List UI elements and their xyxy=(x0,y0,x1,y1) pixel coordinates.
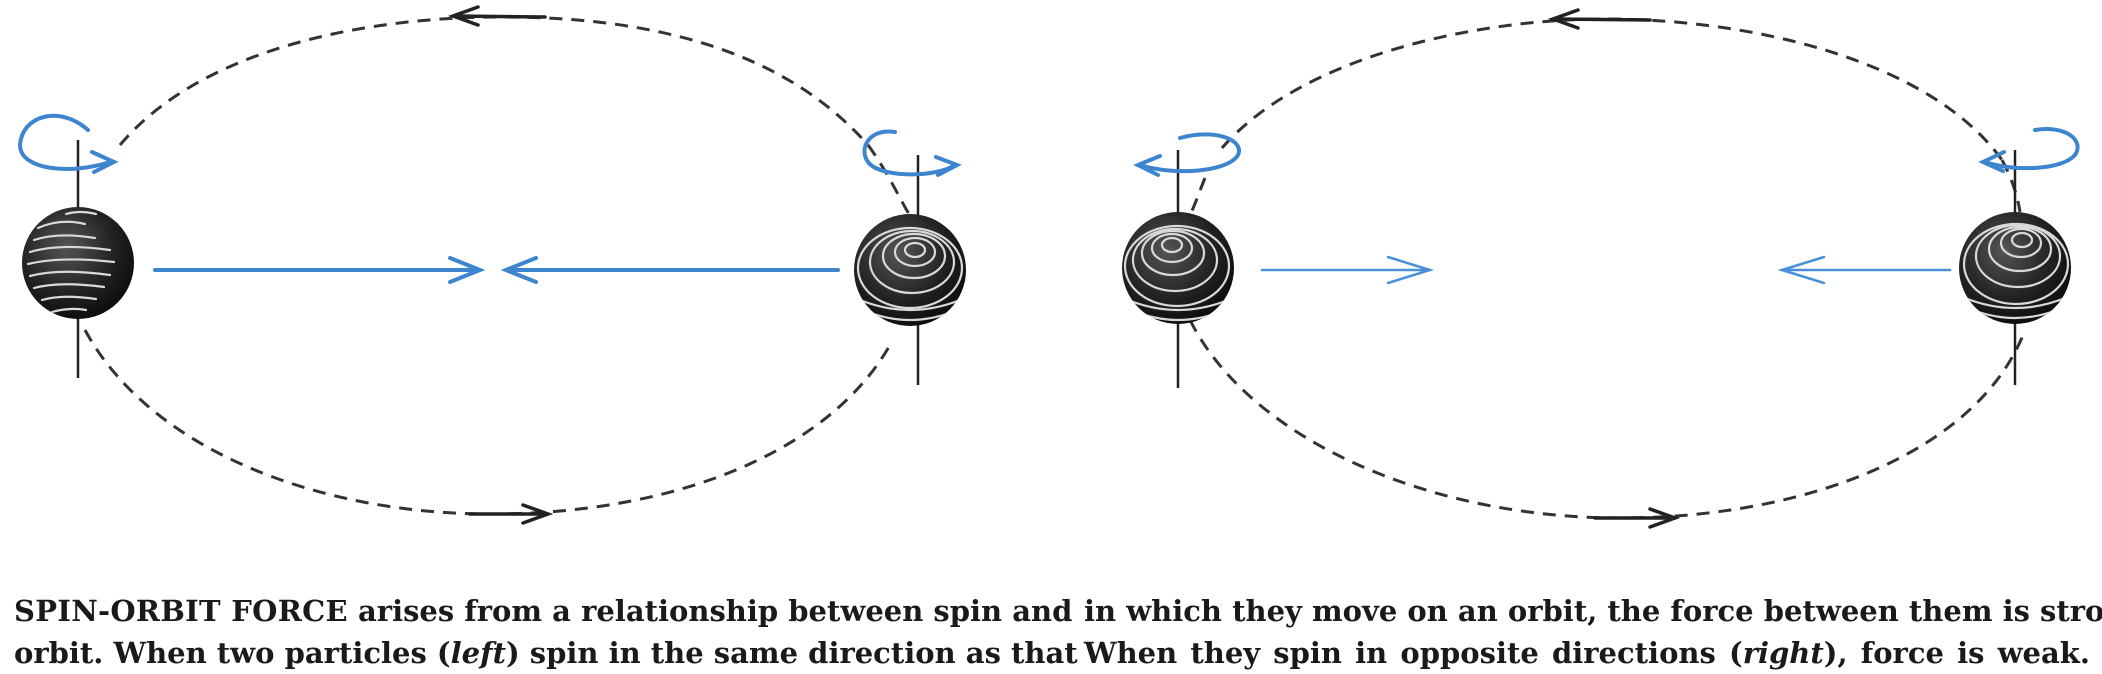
orbit-arrow-top-left xyxy=(447,5,547,27)
caption-right-line-2-italic: right xyxy=(1742,636,1824,670)
spin-arrow-left-particle-2 xyxy=(1133,132,1241,177)
orbit-path-right xyxy=(1188,17,2027,520)
force-arrow-left-to-center xyxy=(153,256,486,284)
particle-right-1 xyxy=(854,214,966,326)
orbit-path-left xyxy=(83,15,912,516)
caption-right-line-2-post: ), force is weak. xyxy=(1823,636,2090,670)
caption-lead-heading: SPIN-ORBIT FORCE xyxy=(14,594,348,628)
caption-left-line-2: orbit. When two particles (left) spin in… xyxy=(14,632,1078,674)
caption-right-line-2-pre: When they spin in opposite directions ( xyxy=(1084,636,1743,670)
spin-orbit-diagram xyxy=(17,5,2080,529)
caption-left-line-1-text: arises from a relationship between spin … xyxy=(347,594,1073,628)
panel-right xyxy=(1122,8,2080,529)
orbit-arrow-top-right xyxy=(1547,8,1652,30)
spin-arrow-left-particle xyxy=(17,113,119,174)
panel-left xyxy=(17,5,966,525)
caption-right-line-1: in which they move on an orbit, the forc… xyxy=(1084,594,2102,628)
caption-right-line-2: When they spin in opposite directions (r… xyxy=(1084,632,2090,674)
particle-right-2 xyxy=(1959,212,2071,324)
caption-left-line-2-italic: left xyxy=(450,636,506,670)
particle-left-2 xyxy=(1122,212,1234,324)
force-arrow-right-to-center-2 xyxy=(1777,255,1952,285)
caption-left-line-2-post: ) spin in the same direction as that xyxy=(505,636,1078,670)
caption-right-column: in which they move on an orbit, the forc… xyxy=(1084,590,2102,674)
orbit-arrow-bottom-right xyxy=(1593,507,1681,529)
caption-left-line-1: SPIN-ORBIT FORCE arises from a relations… xyxy=(14,590,1072,632)
force-arrow-left-to-center-2 xyxy=(1260,255,1435,285)
caption-left-column: SPIN-ORBIT FORCE arises from a relations… xyxy=(14,590,1078,674)
spin-arrow-right-particle-2 xyxy=(1978,127,2080,173)
caption-left-line-2-pre: orbit. When two particles ( xyxy=(14,636,451,670)
spin-arrow-right-particle xyxy=(862,129,962,177)
particle-left-1 xyxy=(22,207,134,319)
force-arrow-right-to-center xyxy=(500,256,840,284)
orbit-arrow-bottom-left xyxy=(468,503,554,525)
